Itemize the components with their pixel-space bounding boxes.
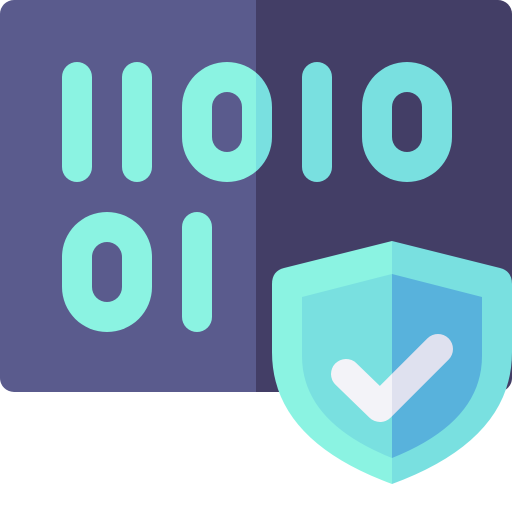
digit-1 bbox=[122, 62, 152, 182]
digit-0 bbox=[182, 62, 272, 182]
binary-row-1 bbox=[62, 62, 452, 182]
digit-0 bbox=[62, 212, 152, 332]
digit-1 bbox=[302, 62, 332, 182]
binary-row-2 bbox=[62, 212, 212, 332]
shield-icon bbox=[272, 241, 512, 484]
checkmark-icon bbox=[331, 334, 453, 422]
digit-1 bbox=[62, 62, 92, 182]
panel-left-half bbox=[0, 0, 256, 392]
digit-1 bbox=[182, 212, 212, 332]
digit-0 bbox=[362, 62, 452, 182]
